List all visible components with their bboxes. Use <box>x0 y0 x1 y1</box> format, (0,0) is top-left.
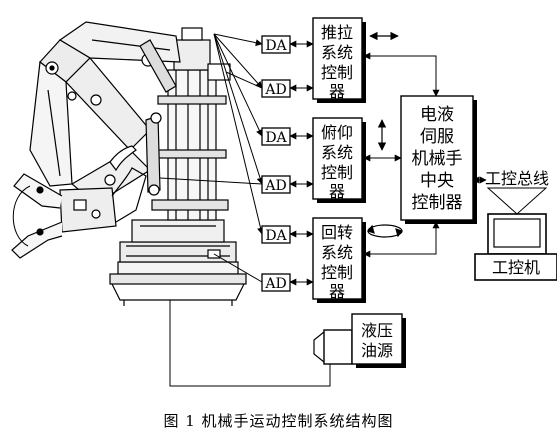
manipulator-illustration <box>11 21 247 306</box>
converter-da-rotate: DA <box>261 225 291 244</box>
motion-indicators <box>366 31 404 238</box>
manipulator-column <box>151 27 231 221</box>
manipulator-base <box>109 219 247 306</box>
converter-ad-push-pull: AD <box>261 79 291 98</box>
rotate-controller: 回转 系统 控制 器 <box>312 217 366 303</box>
hydraulic-cylinders <box>139 39 177 196</box>
svg-text:器: 器 <box>329 282 345 301</box>
manipulator-gripper <box>11 145 147 259</box>
industrial-pc: 工控机 <box>474 213 557 281</box>
svg-text:控制: 控制 <box>321 63 353 82</box>
central-controller: 电液 伺服 机械手 中央 控制器 <box>400 95 477 224</box>
pitch-controller: 俯仰 系统 控制 器 <box>312 117 366 203</box>
converter-da-push-pull: DA <box>261 35 291 54</box>
ad-label: AD <box>264 276 286 292</box>
figure-caption: 图 1 机械手运动控制系统结构图 <box>163 412 394 430</box>
ad-label: AD <box>264 82 286 98</box>
svg-text:油源: 油源 <box>361 341 393 360</box>
ad-label: AD <box>264 178 286 194</box>
svg-text:回转: 回转 <box>321 223 353 242</box>
da-label: DA <box>265 38 287 54</box>
hydraulic-source: 液压 油源 <box>313 313 406 368</box>
converter-ad-pitch: AD <box>261 175 291 194</box>
converter-ad-rotate: AD <box>261 273 291 292</box>
svg-text:电液: 电液 <box>420 105 454 125</box>
svg-text:系统: 系统 <box>321 243 353 262</box>
svg-text:俯仰: 俯仰 <box>321 123 353 142</box>
converter-da-pitch: DA <box>261 127 291 146</box>
push-pull-controller: 推拉 系统 控制 器 <box>312 17 366 103</box>
svg-text:推拉: 推拉 <box>321 23 353 42</box>
svg-text:器: 器 <box>329 82 345 101</box>
svg-text:机械手: 机械手 <box>412 149 463 169</box>
svg-text:中央: 中央 <box>420 171 454 191</box>
svg-text:系统: 系统 <box>321 43 353 62</box>
rotation-motion-icon <box>366 224 404 238</box>
svg-text:器: 器 <box>329 182 345 201</box>
svg-text:控制: 控制 <box>321 263 353 282</box>
industrial-pc-label: 工控机 <box>492 258 540 277</box>
svg-text:控制: 控制 <box>321 163 353 182</box>
svg-text:系统: 系统 <box>321 143 353 162</box>
da-label: DA <box>265 228 287 244</box>
svg-text:液压: 液压 <box>361 321 393 340</box>
svg-text:伺服: 伺服 <box>420 127 454 147</box>
svg-text:控制器: 控制器 <box>412 193 463 213</box>
da-label: DA <box>265 130 287 146</box>
industrial-bus-label: 工控总线 <box>485 169 549 188</box>
